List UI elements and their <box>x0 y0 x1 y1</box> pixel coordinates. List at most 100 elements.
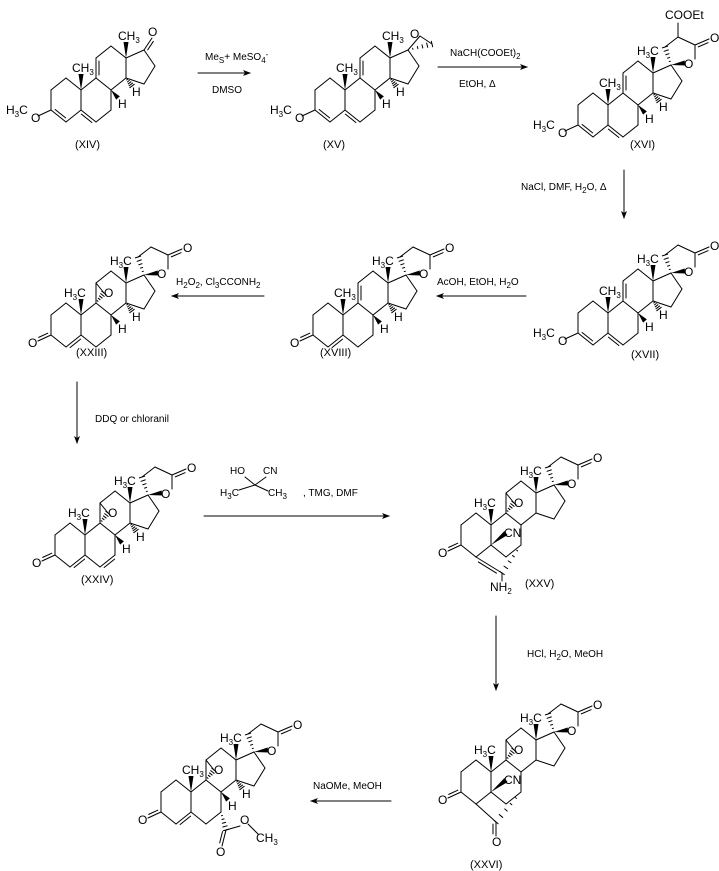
bond <box>407 49 420 67</box>
lactone-o-wedge <box>671 268 686 274</box>
bond <box>141 466 156 478</box>
bond <box>357 334 374 348</box>
bond <box>505 512 522 526</box>
bond <box>560 456 579 466</box>
bond <box>143 274 156 292</box>
c13-methyl: H3C <box>372 254 394 270</box>
ester-group: COOEt <box>665 8 704 22</box>
bond <box>95 45 112 59</box>
c3-carbonyl <box>37 334 52 342</box>
lactone-carbonyl-oxygen: O <box>293 718 302 732</box>
c10-methyl: CH3 <box>336 61 358 77</box>
bond <box>95 270 112 284</box>
bond <box>160 779 177 793</box>
lactone-o-wedge <box>254 747 269 753</box>
reagent-step7-cyanohydrin: HO CN H3C CH3 <box>220 466 287 501</box>
bond <box>160 811 177 825</box>
h14-hash <box>390 78 399 89</box>
bond <box>154 466 173 476</box>
bond <box>253 767 266 787</box>
label-xxiv: (XXIV) <box>81 574 113 586</box>
label-xviii: (XVIII) <box>320 347 351 359</box>
double-bond <box>69 554 86 568</box>
spiro-epoxide-oxygen: O <box>410 27 419 41</box>
bond <box>65 77 82 91</box>
bond <box>535 484 555 494</box>
reagent-step2-above: NaCH(COOEt)2 <box>450 48 521 61</box>
epoxide-bond <box>505 739 515 751</box>
c10-methyl-wedge <box>78 74 84 90</box>
h8: H <box>645 320 654 334</box>
ester-oxygen: O <box>240 813 249 827</box>
bond <box>460 544 477 558</box>
lactone-hash <box>661 253 671 271</box>
lactone-hash <box>661 45 671 63</box>
bond <box>342 334 359 348</box>
double-bond-inner <box>42 552 53 558</box>
methoxy-methyl: H3C <box>533 326 555 342</box>
lactone-hash <box>544 712 554 730</box>
bond <box>564 332 579 340</box>
double-bond <box>577 332 594 346</box>
bond <box>247 723 262 735</box>
bond <box>520 727 537 741</box>
bond <box>50 334 67 348</box>
c13-methyl-wedge <box>127 487 133 503</box>
bond <box>137 246 152 258</box>
ester-carbonyl-oxygen: O <box>216 845 225 859</box>
bond <box>637 92 654 106</box>
bond <box>190 779 207 793</box>
bond <box>547 456 562 468</box>
lactone-ring-oxygen: O <box>567 477 576 491</box>
bond <box>670 64 683 82</box>
lactone-o-wedge <box>554 727 569 733</box>
double-bond-inner <box>280 729 292 735</box>
h14-hash <box>126 78 135 89</box>
double-bond-inner <box>607 128 620 139</box>
bond <box>407 35 421 51</box>
bond <box>520 480 537 494</box>
c3-oxygen: O <box>438 793 447 807</box>
bond <box>535 512 555 520</box>
bond <box>301 109 316 117</box>
bond <box>50 302 67 316</box>
label-xxvi: (XXVI) <box>470 859 502 871</box>
double-bond-inner <box>103 558 116 569</box>
lactone-carbonyl <box>429 248 445 256</box>
lactone-carbonyl-oxygen: O <box>710 31 719 45</box>
epoxide-oxygen: O <box>514 743 523 757</box>
bond <box>490 791 507 805</box>
bond <box>412 246 431 256</box>
reagent-step1-below: DMSO <box>212 85 242 96</box>
bond <box>329 77 346 91</box>
h14-hash <box>126 303 135 314</box>
bond <box>125 274 145 284</box>
bond <box>407 65 420 85</box>
bond <box>190 811 207 825</box>
h8: H <box>380 322 389 336</box>
bond <box>664 244 679 256</box>
bond <box>143 290 156 310</box>
label-xxv: (XXV) <box>525 578 554 590</box>
bond <box>220 779 237 793</box>
bond <box>553 484 566 502</box>
bond <box>560 703 579 713</box>
h8: H <box>228 799 237 813</box>
c3-oxygen: O <box>32 556 41 570</box>
reagent-step3: NaCl, DMF, H2O, Δ <box>521 182 607 195</box>
c10-methyl-wedge <box>342 74 348 90</box>
bond <box>475 791 492 805</box>
bond <box>359 109 376 123</box>
lactone-ring-oxygen: O <box>567 724 576 738</box>
c10-methyl: CH3 <box>334 286 356 302</box>
lactone-carbonyl <box>167 248 183 256</box>
lactone-carbonyl <box>694 246 710 254</box>
bond <box>553 500 566 520</box>
bond <box>372 270 389 284</box>
methoxy-methyl: H3C <box>6 103 28 119</box>
c10-methyl-wedge <box>488 509 494 525</box>
